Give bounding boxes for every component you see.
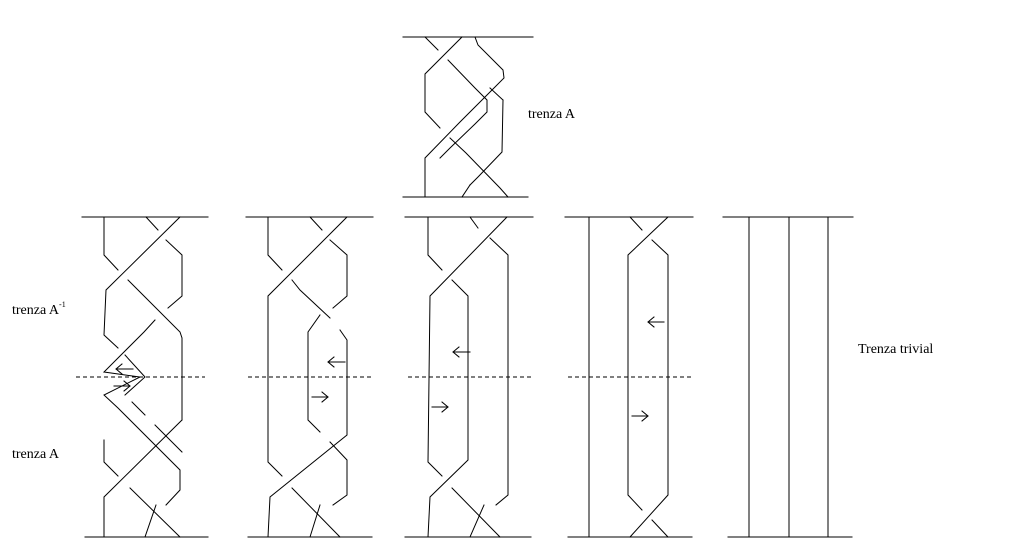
strand [103,216,183,421]
label-braid-a-bottom: trenza A [12,447,60,462]
label-braid-a-inverse: trenza A-1 [12,300,66,318]
strand [102,216,183,506]
strand [427,216,469,538]
strand [424,36,488,159]
arrow-left-icon [647,316,665,328]
label-braid-a-top: trenza A [528,107,576,122]
strand [103,216,183,453]
strand [103,419,183,538]
strand [267,216,348,538]
strand [144,504,157,538]
strand [469,216,509,506]
braid-a-top [402,36,534,198]
strand [427,216,508,538]
strand [267,216,348,538]
strand [461,184,471,198]
braid-composition-4 [564,216,694,538]
strand [489,87,504,101]
arrow-right-icon [631,410,649,422]
strand [424,36,505,198]
strand [424,36,509,198]
arrow-left-icon [327,356,346,368]
strand [309,504,321,538]
strand [469,504,485,538]
arrow-right-icon [113,380,131,392]
braid-composition-2 [245,216,374,538]
strand [627,216,669,538]
braid-composition-1 [76,216,209,538]
arrow-right-icon [431,401,449,413]
strand [307,216,348,506]
strand [103,439,181,538]
braid-trivial [722,216,854,538]
strand [629,216,669,538]
braid-composition-3 [404,216,534,538]
arrow-right-icon [311,391,329,403]
label-trivial-braid: Trenza trivial [858,342,933,357]
arrow-left-icon [115,363,134,375]
arrow-left-icon [452,346,471,358]
